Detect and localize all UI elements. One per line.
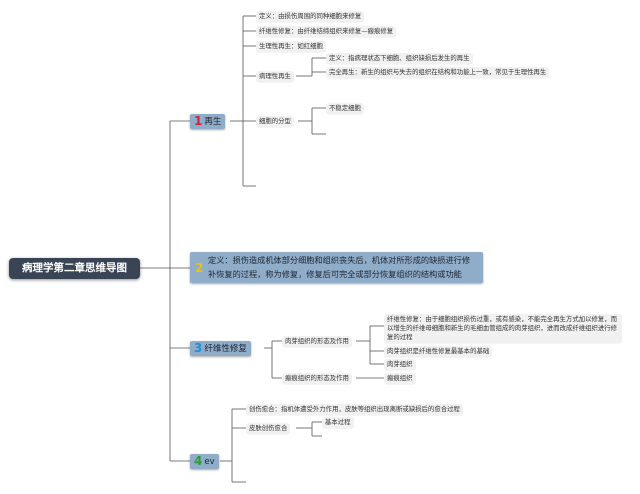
node-skin-wound-healing[interactable]: 皮肤创伤愈合: [246, 423, 291, 434]
branch-number-3: 3: [194, 341, 203, 355]
branch-label: 再生: [204, 117, 222, 127]
node-fibrous-repair[interactable]: 纤维性修复：由纤维结缔组织来修复—瘢痕修复: [256, 26, 397, 37]
branch-number-4: 4: [194, 454, 203, 468]
branch-label: ev: [204, 457, 215, 467]
node-basic-process[interactable]: 基本过程: [322, 417, 354, 428]
branch-number-2: 2: [195, 261, 204, 275]
node-complete-regeneration[interactable]: 完全再生：新生的组织与失去的组织在结构和功能上一致，常见于生理性再生: [326, 67, 550, 78]
node-unstable-cells[interactable]: 不稳定细胞: [326, 103, 364, 114]
node-wound-definition[interactable]: 创伤愈合：指机体遭受外力作用，皮肤等组织出现离断或缺损后的愈合过程: [246, 404, 463, 415]
branch-label: 纤维性修复: [204, 344, 247, 354]
node-scar-tissue[interactable]: 瘢痕组织的形态及作用: [282, 373, 352, 384]
node-cell-division[interactable]: 细胞的分型: [256, 116, 294, 127]
node-granulation-basis[interactable]: 肉芽组织是纤维性修复最基本的基础: [384, 346, 493, 357]
node-granulation-definition[interactable]: 纤维性修复：由于细胞组织损伤过重，或有感染，不能完全再生方式加以修复，而以增生的…: [384, 314, 622, 343]
node-physiological-regeneration[interactable]: 生理性再生：如红细胞: [256, 41, 326, 52]
node-scar-item[interactable]: 瘢痕组织: [384, 373, 416, 384]
node-pathological-definition[interactable]: 定义：指病理状态下细胞、组织缺损后发生的再生: [326, 53, 473, 64]
branch-number-1: 1: [194, 114, 203, 128]
node-granulation-item[interactable]: 肉芽组织: [384, 359, 416, 370]
node-granulation-tissue[interactable]: 肉芽组织的形态及作用: [282, 336, 352, 347]
node-definition[interactable]: 定义：由损伤周围的同种细胞来修复: [256, 11, 365, 22]
branch-text: 定义：损伤造成机体部分细胞和组织丧失后，机体对所形成的缺损进行修补恢复的过程，称…: [208, 255, 471, 279]
root-topic[interactable]: 病理学第二章思维导图: [9, 258, 140, 279]
node-pathological-regeneration[interactable]: 病理性再生: [256, 71, 294, 82]
branch-repair-definition[interactable]: 2 定义：损伤造成机体部分细胞和组织丧失后，机体对所形成的缺损进行修补恢复的过程，…: [190, 252, 483, 283]
